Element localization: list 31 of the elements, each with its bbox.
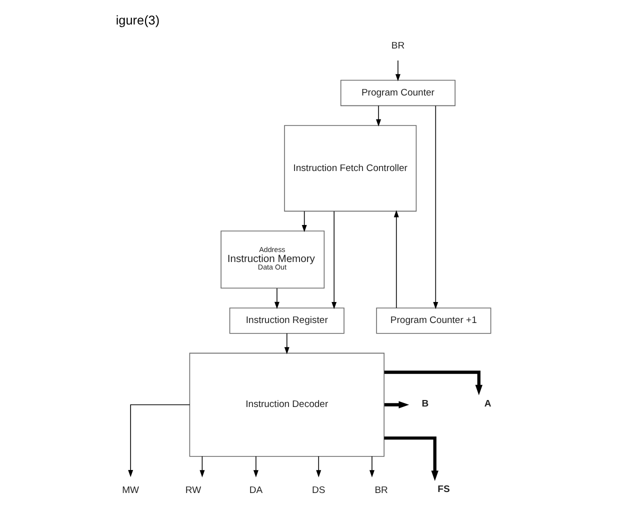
node-text: DS (312, 484, 325, 496)
arrow (331, 211, 336, 310)
arrow (284, 333, 289, 354)
arrow (432, 105, 438, 310)
arrow (393, 210, 398, 308)
arrow (384, 401, 409, 408)
node-box: Instruction Register (228, 308, 344, 334)
node-text: A (484, 398, 491, 410)
arrow (301, 210, 306, 232)
arrow (368, 456, 374, 478)
arrow (252, 456, 258, 478)
arrow (394, 60, 400, 82)
node-text: MW (122, 484, 139, 496)
arrow (384, 370, 482, 396)
arrow (376, 105, 381, 126)
node-text: BR (390, 40, 404, 52)
arrow (316, 456, 321, 478)
node-text: RW (184, 484, 201, 496)
node-box: Program Counter +1 (376, 308, 491, 334)
node-text: B (421, 398, 428, 410)
arrow (274, 288, 279, 309)
arrow (128, 404, 190, 478)
arrow (199, 456, 204, 478)
arrow (384, 436, 438, 481)
node-box: Program Counter (340, 80, 455, 106)
node-text: FS (437, 484, 450, 496)
node-box: Instruction Fetch Controller (284, 125, 416, 212)
node-text: BR (374, 484, 388, 496)
node-box: Instruction Decoder (188, 352, 384, 457)
diagram-title: igure(3) (115, 14, 160, 28)
node-text: DA (248, 484, 262, 496)
